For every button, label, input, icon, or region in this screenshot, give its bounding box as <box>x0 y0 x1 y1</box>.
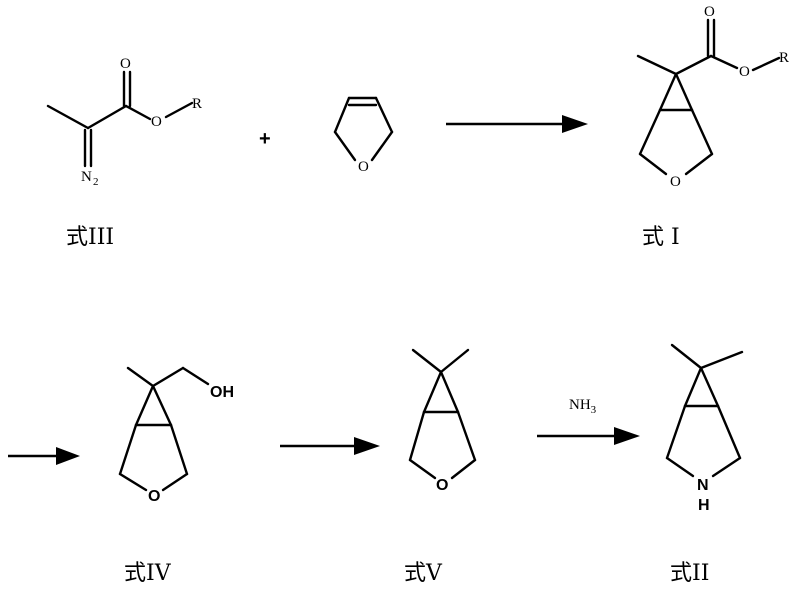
reaction-arrow-3 <box>280 437 380 455</box>
furan-oxygen-label: O <box>358 159 369 175</box>
caption-formula-IV: 式IV <box>124 561 172 586</box>
formula-II-structure: N H <box>665 343 744 514</box>
ester-oxygen-label: O <box>151 114 162 130</box>
dihydrofuran-structure: O <box>333 96 394 175</box>
caption-formula-III: 式III <box>66 225 114 250</box>
plus-sign: + <box>259 128 271 150</box>
formula-I-structure: O O R O <box>636 4 789 190</box>
formula-I-ring-oxygen: O <box>670 174 681 190</box>
hydroxyl-label: OH <box>210 384 234 401</box>
formula-I-carbonyl-oxygen: O <box>704 4 715 20</box>
reaction-arrow-1 <box>446 115 588 133</box>
formula-I-ester-oxygen: O <box>739 64 750 80</box>
caption-formula-I: 式 I <box>642 225 680 250</box>
formula-IV-structure: OH O <box>118 366 234 505</box>
diazo-subscript: 2 <box>93 176 99 188</box>
formula-IV-ring-oxygen: O <box>148 488 160 505</box>
formula-V-structure: O <box>408 348 477 494</box>
formula-I-r-group: R <box>779 50 789 66</box>
caption-formula-II: 式II <box>670 561 709 586</box>
caption-formula-V: 式V <box>404 561 443 586</box>
r-group-label: R <box>192 96 202 112</box>
diazo-n-label: N <box>81 169 92 185</box>
formula-III-structure: O O R N 2 <box>46 56 202 188</box>
formula-V-ring-oxygen: O <box>436 477 448 494</box>
amine-n-label: N <box>697 477 709 494</box>
reagent-nh3-label: NH3 <box>569 397 597 416</box>
amine-h-label: H <box>698 497 710 514</box>
reaction-arrow-2 <box>8 447 80 465</box>
reaction-arrow-4 <box>537 427 640 445</box>
carbonyl-oxygen-label: O <box>120 56 131 72</box>
